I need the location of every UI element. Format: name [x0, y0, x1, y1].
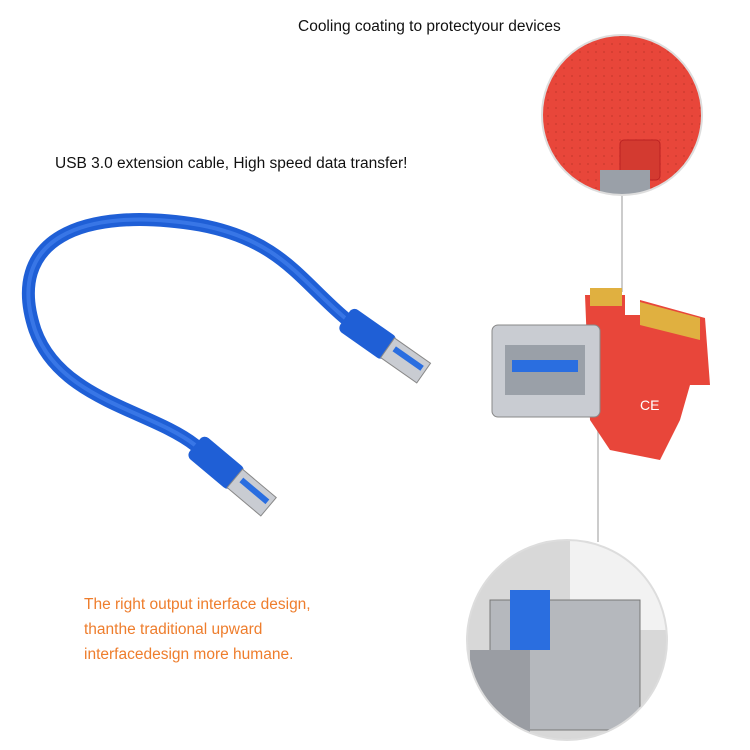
- usb-cable: [21, 213, 432, 517]
- zoom-circle-cooling: [542, 35, 702, 195]
- zoom-circle-port: [467, 540, 667, 740]
- ce-mark-icon: CE: [640, 397, 659, 413]
- caption-cooling: Cooling coating to protectyour devices: [298, 18, 561, 35]
- caption-line: The right output interface design,: [84, 596, 311, 613]
- caption-line: thanthe traditional upward: [84, 621, 263, 638]
- caption-interface-design: The right output interface design, thant…: [84, 592, 311, 667]
- caption-line: interfacedesign more humane.: [84, 646, 294, 663]
- riser-card: CE: [491, 288, 710, 460]
- caption-usb-cable: USB 3.0 extension cable, High speed data…: [55, 155, 408, 172]
- usb-plug-bottom: [188, 436, 277, 517]
- usb-plug-top: [339, 308, 432, 384]
